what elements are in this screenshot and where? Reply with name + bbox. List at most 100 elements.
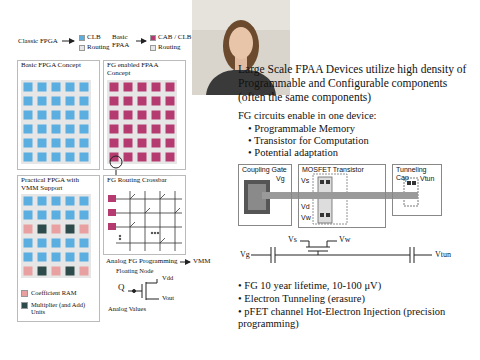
floating-gate-layout-part [320,213,324,217]
floating-gate-circuit-part [327,241,337,247]
vmm-grid-part [66,267,75,276]
slide-label: • pFET channel Hot-Electron Injection (p… [238,306,476,330]
layout-region-box: Coupling Gate [238,164,292,226]
slide-label: Basic FPAA [112,33,134,49]
panel-heading: Basic FPGA Concept [18,61,99,71]
legend-text: CLB [87,33,101,41]
slide-label: VMM [193,257,211,265]
vmm-arrow [180,262,190,263]
crossbar-drawing-part [130,191,131,251]
floating-node-circuit-part [142,284,143,298]
top-arrows-part [62,41,74,42]
vmm-grid-part [21,194,91,278]
signal-name: Vd [301,203,310,211]
floating-gate-circuit-part [318,251,319,255]
vmm-arrow-part [180,262,190,263]
legend-text: Routing [87,43,110,51]
floating-node-circuit-part [146,282,147,300]
crossbar-drawing-part [116,227,182,228]
fpaa-grid-part [110,156,122,168]
crossbar-drawing-part [108,195,116,202]
signal-name: Vtun [420,175,434,183]
crossbar-drawing-part [154,232,156,234]
fpga-grid-part [21,80,91,164]
vmm-grid-part [52,267,61,276]
legend-text: Routing [158,43,181,51]
vmm-grid-part [80,267,89,276]
crossbar-drawing-part [119,238,121,240]
crossbar-drawing-part [108,209,116,216]
floating-gate-circuit-part [271,247,272,263]
panel-heading: FG enabled FPAA Concept [104,61,185,78]
vmm-grid-part [24,267,33,276]
slide-label: FG circuits enable in one device: [238,110,377,122]
concept-panel: Basic FPGA Concept [17,60,100,170]
fpga-grid [21,80,91,164]
crossbar-drawing-part [160,238,165,243]
floating-node-circuit-part [128,291,142,292]
floating-gate-circuit-part [251,255,271,256]
crossbar-drawing-part [116,199,182,200]
slide-label: • Programmable Memory [248,123,355,135]
floating-node-circuit [128,279,159,300]
legend-text: Multiplier (and Add) Units [31,301,97,316]
floating-gate-layout-part [318,177,332,223]
slide-label: Floating Node [116,267,153,274]
legend-swatch [79,35,85,41]
legend-text: CAB / CLB [158,33,191,41]
crossbar-drawing [108,191,182,251]
floating-gate-circuit-part [308,251,328,252]
crossbar-drawing-part [119,235,121,237]
slide-label: • Transistor for Computation [248,135,369,147]
floating-gate-circuit-part [410,247,411,263]
panel-heading: FG Routing Crossbar [104,176,185,186]
fpaa-grid-part [107,80,177,164]
slide-heading: Large Scale FPAA Devices utilize high de… [238,62,476,104]
vmm-grid-part [66,225,75,234]
floating-gate-circuit-part [306,247,330,248]
legend-swatch [150,35,156,41]
vmm-grid-part [52,225,61,234]
top-arrows-part [136,41,146,42]
crossbar-drawing-part [160,191,161,251]
panel-heading: Coupling Gate [239,165,291,175]
vmm-grid-part [38,225,47,234]
vmm-grid-part [24,225,33,234]
slide-label: Vdd [162,274,173,281]
crossbar-drawing-part [157,232,159,234]
crossbar-drawing-part [145,191,146,251]
layout-region-box: Tunneling Cap [392,164,442,216]
slide-label: Q [118,282,125,292]
slide-label: Analog Values [108,305,146,312]
webcam-video-part [229,27,253,59]
crossbar-drawing-part [175,191,176,251]
slide-label: • Electron Tunneling (erasure) [238,293,365,305]
crossbar-drawing-part [130,222,135,227]
concept-panel: Practical FPGA with VMM Support [17,175,100,322]
crossbar-drawing-part [108,223,116,230]
signal-name: Vw [301,214,311,222]
floating-gate-layout-part [326,180,330,184]
signal-name: Vtun [435,250,451,259]
signal-name: Vw [339,235,351,244]
legend-swatch [21,302,28,309]
concept-panel: FG Routing Crossbar [103,175,186,255]
top-arrows [62,41,146,42]
crossbar-drawing-part [116,213,182,214]
floating-gate-layout-part [326,213,330,217]
legend-text: Coefficient RAM [31,289,77,296]
vmm-grid-part [21,264,91,278]
floating-gate-circuit-part [275,255,410,256]
panel-heading: Practical FPGA with VMM Support [18,176,99,193]
signal-name: Vg [276,175,285,183]
panel-heading: MOSFET Transistor [299,165,385,175]
signal-name: Vs [301,177,309,185]
floating-gate-layout-part [407,181,411,185]
crossbar-drawing-part [116,243,182,244]
fpga-grid-part [21,80,91,164]
concept-panel: FG enabled FPAA Concept [103,60,186,170]
slide-label: Analog FG Programming [106,257,178,265]
vmm-grid [21,194,91,278]
crossbar-drawing-part [160,194,165,199]
